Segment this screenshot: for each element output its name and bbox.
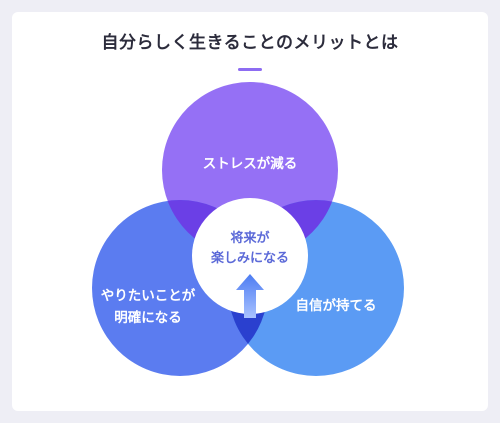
circle-top-label: ストレスが減る (203, 155, 298, 172)
page-title: 自分らしく生きることのメリットとは (101, 33, 399, 53)
center-disc (192, 198, 308, 314)
title-underline (238, 68, 262, 71)
center-label-line-1: 将来が (230, 230, 269, 246)
circle-right-label: 自信が持てる (296, 297, 377, 314)
up-arrow-icon (236, 274, 264, 318)
center-label-line-2: 楽しみになる (210, 250, 289, 266)
circle-left-label-line-1: やりたいことが (101, 287, 196, 304)
circle-left-label-line-2: 明確になる (114, 309, 182, 326)
